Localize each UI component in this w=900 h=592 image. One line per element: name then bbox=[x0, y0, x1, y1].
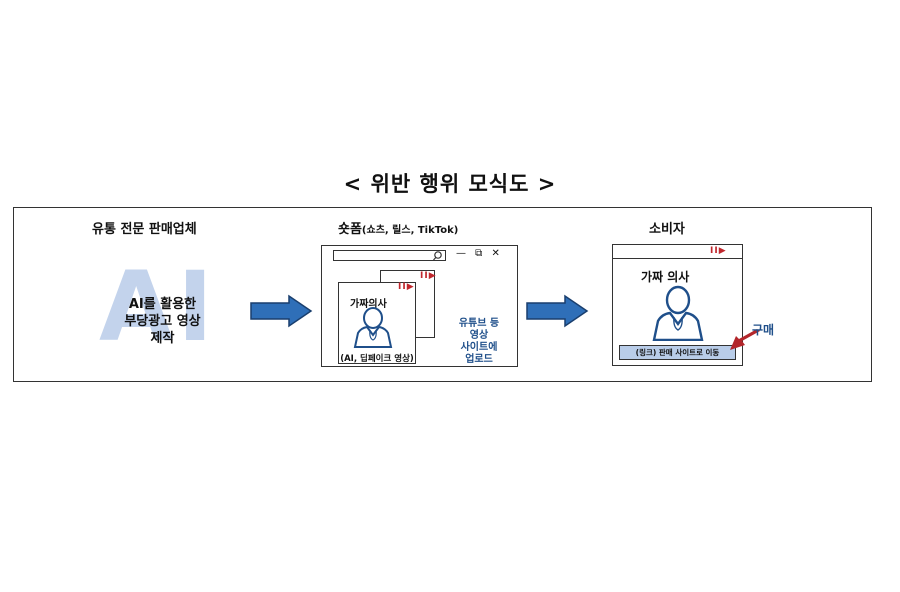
seller-action-text: AI를 활용한 부당광고 영상 제작 bbox=[100, 296, 225, 347]
seller-action-line: 제작 bbox=[150, 331, 175, 346]
seller-action-line: AI를 활용한 bbox=[128, 297, 197, 312]
front-video-card bbox=[338, 282, 416, 364]
video-caption: (AI, 딥페이크 영상) bbox=[340, 354, 414, 364]
seller-action-line: 부당광고 영상 bbox=[124, 314, 201, 329]
address-bar bbox=[333, 250, 446, 261]
upload-line: 사이트에 bbox=[460, 342, 498, 353]
sales-site-link[interactable]: (링크) 판매 사이트로 이동 bbox=[619, 345, 736, 360]
diagram-frame bbox=[13, 207, 872, 382]
record-play-icon: II▶ bbox=[710, 246, 727, 256]
search-icon bbox=[433, 251, 442, 261]
doctor-figure-icon bbox=[353, 307, 393, 348]
seller-title: 유통 전문 판매업체 bbox=[92, 222, 197, 237]
right-arrow-icon bbox=[526, 294, 589, 328]
upload-line: 유튜브 등 bbox=[458, 318, 500, 329]
ai-watermark: AI bbox=[98, 251, 217, 363]
shortform-title-main: 숏폼 bbox=[338, 222, 362, 237]
fake-doctor-label: 가짜의사 bbox=[350, 299, 387, 310]
fake-doctor-label: 가짜 의사 bbox=[641, 270, 690, 284]
window-controls: — ⧉ ✕ bbox=[456, 248, 503, 259]
upload-line: 영상 bbox=[469, 330, 489, 341]
shortform-title-sub: (쇼츠, 릴스, TikTok) bbox=[361, 225, 459, 236]
consumer-title: 소비자 bbox=[649, 222, 685, 237]
shortform-title: 숏폼(쇼츠, 릴스, TikTok) bbox=[338, 218, 458, 237]
red-arrow-icon bbox=[730, 329, 760, 350]
record-play-icon: II▶ bbox=[420, 271, 437, 281]
buy-label: 구매 bbox=[752, 323, 775, 337]
page-title: < 위반 행위 모식도 > bbox=[343, 172, 557, 196]
upload-line: 업로드 bbox=[465, 354, 493, 365]
record-play-icon: II▶ bbox=[398, 282, 415, 292]
doctor-figure-icon bbox=[652, 285, 704, 341]
upload-text: 유튜브 등 영상 사이트에 업로드 bbox=[445, 318, 513, 366]
right-arrow-icon bbox=[250, 294, 313, 328]
window-divider bbox=[612, 258, 743, 259]
